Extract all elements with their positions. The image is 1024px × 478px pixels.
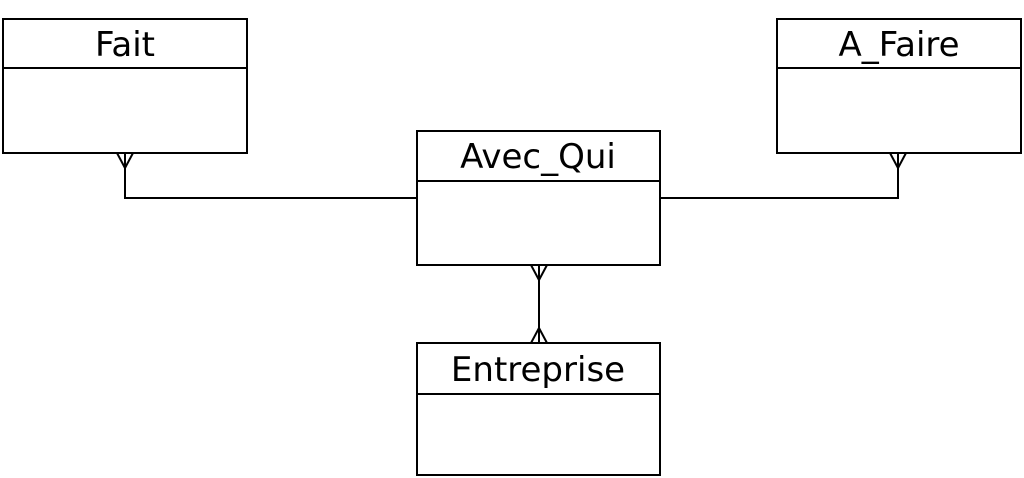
crows-foot-many-icon [889,152,907,169]
entity-fait-title: Fait [95,25,155,65]
entity-entreprise-title: Entreprise [451,350,625,390]
entity-a-faire-title: A_Faire [838,25,959,65]
entity-avec-qui[interactable]: Avec_Qui [416,130,661,266]
relationship-fait-avec-qui [116,152,417,199]
crows-foot-many-icon [116,152,134,169]
entity-entreprise[interactable]: Entreprise [416,342,661,476]
crows-foot-many-icon [530,264,548,281]
relationship-a-faire-avec-qui [660,152,907,199]
entity-a-faire[interactable]: A_Faire [776,18,1022,154]
crows-foot-many-icon [530,327,548,344]
entity-fait[interactable]: Fait [2,18,248,154]
entity-avec-qui-title: Avec_Qui [460,137,616,177]
relationship-avec-qui-entreprise [530,264,548,344]
